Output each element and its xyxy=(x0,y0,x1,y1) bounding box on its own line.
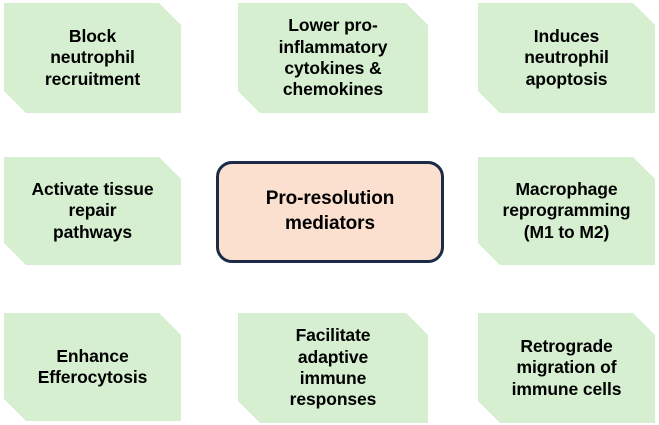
node-block-neutrophil-recruitment: Block neutrophil recruitment xyxy=(4,3,181,113)
node-activate-tissue-repair-pathways: Activate tissue repair pathways xyxy=(4,157,181,265)
node-macrophage-reprogramming: Macrophage reprogramming (M1 to M2) xyxy=(478,157,655,265)
node-enhance-efferocytosis: Enhance Efferocytosis xyxy=(4,313,181,421)
center-node-pro-resolution-mediators: Pro-resolution mediators xyxy=(216,161,444,263)
node-facilitate-adaptive-immune-responses: Facilitate adaptive immune responses xyxy=(238,313,428,423)
node-induces-neutrophil-apoptosis: Induces neutrophil apoptosis xyxy=(478,3,655,113)
node-retrograde-migration-of-immune-cells: Retrograde migration of immune cells xyxy=(478,313,655,423)
node-lower-pro-inflammatory-cytokines: Lower pro- inflammatory cytokines & chem… xyxy=(238,3,428,113)
